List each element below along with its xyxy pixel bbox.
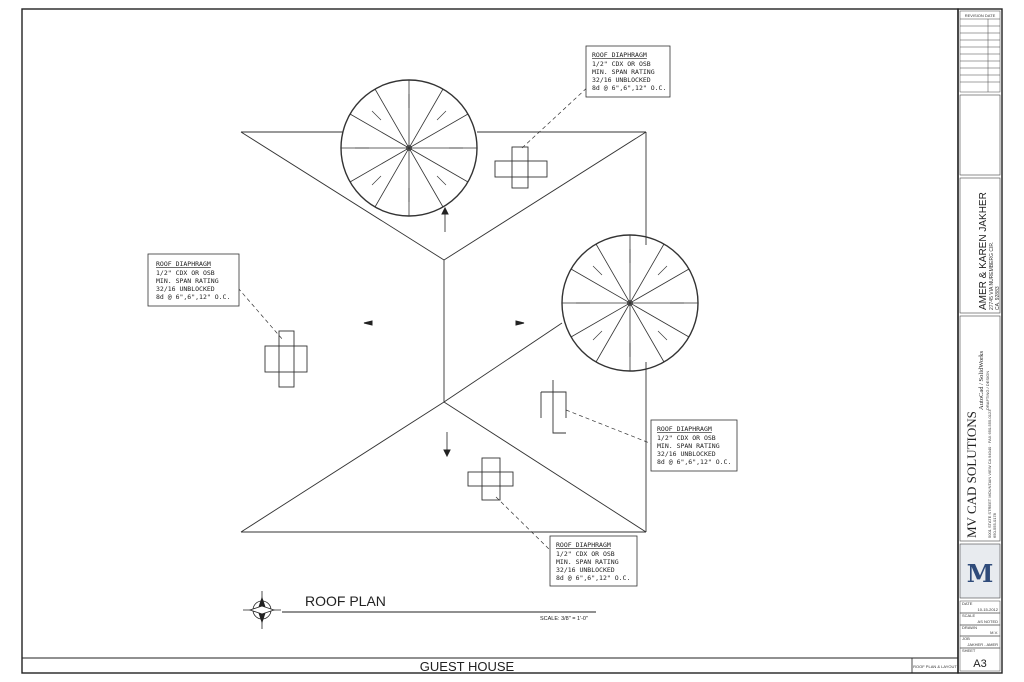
sheet-number: A3 <box>973 658 986 670</box>
note-line: 1/2" CDX OR OSB <box>592 60 651 68</box>
roof-outline <box>240 131 647 533</box>
client-name: AMER & KAREN JAKHER <box>978 192 989 310</box>
note-box-right: ROOF DIAPHRAGM 1/2" CDX OR OSB MIN. SPAN… <box>650 419 738 472</box>
note-line: 1/2" CDX OR OSB <box>657 434 716 442</box>
stamp-box <box>959 94 1001 176</box>
firm-logo: M <box>959 543 1001 599</box>
footer-title: GUEST HOUSE <box>420 659 515 674</box>
note-heading: ROOF DIAPHRAGM <box>592 51 647 59</box>
firm-software: AutoCad / SolidWorks <box>978 350 985 410</box>
skylight-dome-top <box>340 79 478 217</box>
note-line: 8d @ 6",6",12" O.C. <box>657 458 731 466</box>
slope-arrows <box>363 206 525 458</box>
firm-name: MV CAD SOLUTIONS <box>964 411 979 538</box>
note-line: 8d @ 6",6",12" O.C. <box>592 84 666 92</box>
drawn-value: M.V. <box>990 630 998 635</box>
client-address-line-1: 27745 VIA NUREMBERG CIR. <box>989 242 995 310</box>
note-heading: ROOF DIAPHRAGM <box>657 425 712 433</box>
job-value: JAKHER - AMER <box>967 642 998 647</box>
logo-letter: M <box>967 559 994 588</box>
note-line: MIN. SPAN RATING <box>592 68 655 76</box>
scale-label: SCALE <box>962 613 975 618</box>
note-line: 32/16 UNBLOCKED <box>156 285 215 293</box>
leader-lines <box>237 84 653 553</box>
note-heading: ROOF DIAPHRAGM <box>556 541 611 549</box>
note-line: 8d @ 6",6",12" O.C. <box>556 574 630 582</box>
note-line: MIN. SPAN RATING <box>657 442 720 450</box>
roof-hip-top-right <box>443 131 647 261</box>
note-box-bottom: ROOF DIAPHRAGM 1/2" CDX OR OSB MIN. SPAN… <box>549 535 638 587</box>
client-box <box>959 177 1001 314</box>
note-line: 32/16 UNBLOCKED <box>592 76 651 84</box>
sheathing-symbols <box>264 146 567 501</box>
job-label: JOB <box>962 636 970 641</box>
title-block: REVISION DATE AMER & KAREN JAKHER 27745 … <box>957 8 1003 674</box>
plan-title: ROOF PLAN <box>305 593 386 609</box>
firm-address: 5001 STATE STREET MOUNTAIN VIEW CA 94040… <box>987 409 992 538</box>
roof-hip-center-right <box>443 322 563 403</box>
note-line: 1/2" CDX OR OSB <box>156 269 215 277</box>
note-line: 32/16 UNBLOCKED <box>556 566 615 574</box>
sheet-border <box>21 8 959 674</box>
sheet-label: SHEET <box>962 648 976 653</box>
firm-box <box>959 315 1001 542</box>
note-line: MIN. SPAN RATING <box>156 277 219 285</box>
note-line: 1/2" CDX OR OSB <box>556 550 615 558</box>
firm-phone: 650-555-0178 <box>992 512 997 538</box>
revision-header: REVISION DATE <box>965 13 996 18</box>
note-line: 32/16 UNBLOCKED <box>657 450 716 458</box>
roof-hip-bottom-left <box>240 401 445 533</box>
note-box-left: ROOF DIAPHRAGM 1/2" CDX OR OSB MIN. SPAN… <box>147 253 240 307</box>
drawn-label: DRAWN <box>962 625 977 630</box>
footer-sheet-ref: ROOF PLAN & LAYOUT <box>913 664 957 669</box>
roof-hip-top-left <box>240 131 445 261</box>
roof-hip-bottom-right <box>443 401 647 533</box>
note-line: MIN. SPAN RATING <box>556 558 619 566</box>
note-heading: ROOF DIAPHRAGM <box>156 260 211 268</box>
note-box-top: ROOF DIAPHRAGM 1/2" CDX OR OSB MIN. SPAN… <box>585 45 671 98</box>
scale-value: AS NOTED <box>978 619 999 624</box>
north-arrow-icon <box>243 591 281 629</box>
client-address-line-2: CA. 92883 <box>995 286 1001 310</box>
date-label: DATE <box>962 601 973 606</box>
plan-scale: SCALE: 3/8" = 1'-0" <box>540 616 588 622</box>
skylight-dome-right <box>561 234 699 372</box>
note-line: 8d @ 6",6",12" O.C. <box>156 293 230 301</box>
date-value: 10-15-2012 <box>978 607 999 612</box>
revision-table <box>959 10 1001 93</box>
firm-subtitle: DRAFTING / DESIGN <box>985 371 990 410</box>
info-rows <box>959 600 1001 672</box>
